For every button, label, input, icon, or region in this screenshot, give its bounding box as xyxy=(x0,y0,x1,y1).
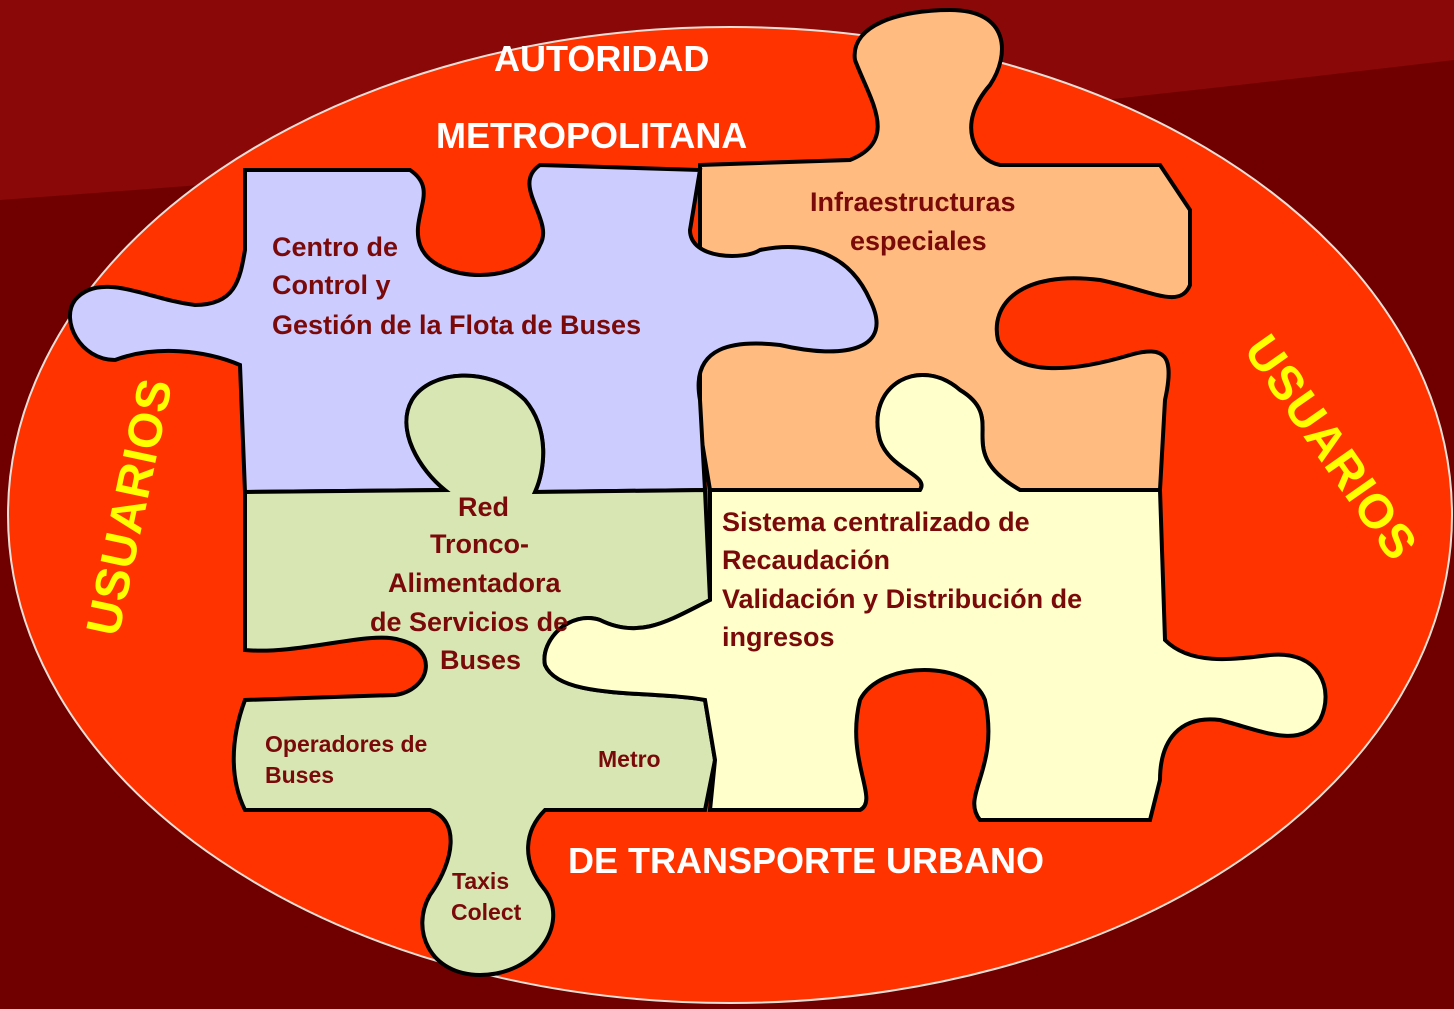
infra-line-1: Infraestructuras xyxy=(810,187,1016,217)
operadores-line-1: Operadores de xyxy=(265,731,428,757)
recaudacion-line-4: ingresos xyxy=(722,622,835,652)
red-line-4: de Servicios de xyxy=(370,607,569,637)
red-line-2: Tronco- xyxy=(430,529,529,559)
control-line-2: Control y xyxy=(272,270,391,300)
title-line-2: METROPOLITANA xyxy=(436,115,748,156)
piece-centro-control xyxy=(68,162,879,495)
taxis-line-2: Colect xyxy=(451,899,522,925)
red-line-5: Buses xyxy=(440,645,522,675)
infra-line-2: especiales xyxy=(850,226,987,256)
recaudacion-line-2: Recaudación xyxy=(722,545,891,575)
divider-operadores xyxy=(244,693,396,702)
piece-red-tronco xyxy=(231,373,718,978)
bottom-title: DE TRANSPORTE URBANO xyxy=(568,840,1045,881)
metro-label: Metro xyxy=(598,746,661,772)
taxis-line-1: Taxis xyxy=(452,868,510,894)
control-line-1: Centro de xyxy=(272,232,399,262)
red-line-3: Alimentadora xyxy=(388,568,561,598)
control-line-3: Gestión de la Flota de Buses xyxy=(272,310,642,340)
recaudacion-line-1: Sistema centralizado de xyxy=(722,507,1030,537)
operadores-line-2: Buses xyxy=(265,762,335,788)
title-line-1: AUTORIDAD xyxy=(494,38,710,79)
piece-recaudacion xyxy=(542,372,1328,822)
red-line-1: Red xyxy=(458,492,510,522)
recaudacion-line-3: Validación y Distribución de xyxy=(722,584,1083,614)
